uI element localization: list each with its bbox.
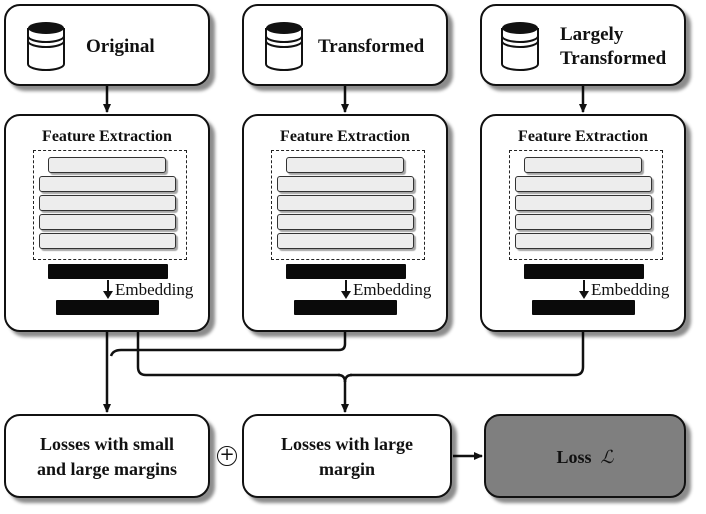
embedding-label: Embedding — [115, 280, 194, 299]
total-loss-label: Loss — [556, 447, 592, 467]
source-transformed-node: Transformed — [242, 4, 448, 86]
feature-extraction-title: Feature Extraction — [280, 128, 410, 145]
embedding-bar — [294, 300, 397, 315]
embedding-arrow — [579, 280, 589, 299]
source-largely-label-line1: Largely — [560, 24, 624, 45]
network-layer — [39, 176, 176, 192]
network-layer — [286, 157, 404, 173]
loss-large-line1: Losses with large — [281, 434, 413, 454]
database-icon — [265, 22, 303, 71]
connector-fe3-to-large — [350, 332, 585, 377]
loss-large-margin-node: Losses with large margin — [242, 414, 452, 498]
embedding-bar — [56, 300, 159, 315]
embedding-bar — [532, 300, 635, 315]
total-loss-node: Loss ℒ — [484, 414, 686, 498]
total-loss-text: Loss ℒ — [486, 445, 684, 470]
feature-extraction-largely-transformed: Feature Extraction Embedding — [480, 114, 686, 332]
loss-small-large-line2: and large margins — [36, 459, 177, 479]
total-loss-symbol: ℒ — [600, 447, 614, 467]
database-icon — [27, 22, 65, 71]
source-original-label: Original — [86, 36, 155, 57]
network-layer — [277, 214, 414, 230]
network-layer — [39, 195, 176, 211]
loss-small-large-line1: Losses with small — [39, 434, 174, 454]
network-layer — [277, 195, 414, 211]
network-layers-group — [509, 150, 663, 260]
network-layer — [515, 176, 652, 192]
network-layer — [515, 233, 652, 249]
feature-output-bar — [524, 264, 644, 279]
source-largely-label-line2: Transformed — [560, 48, 667, 69]
network-layer — [277, 176, 414, 192]
merge-curve-large-right — [343, 373, 353, 383]
network-layer — [48, 157, 166, 173]
loss-small-large-margins-node: Losses with small and large margins — [4, 414, 210, 498]
network-layer — [277, 233, 414, 249]
feature-output-bar — [286, 264, 406, 279]
feature-extraction-title: Feature Extraction — [42, 128, 172, 145]
feature-extraction-title: Feature Extraction — [518, 128, 648, 145]
feature-extraction-transformed: Feature Extraction Embedding — [242, 114, 448, 332]
source-transformed-label: Transformed — [318, 36, 425, 57]
connector-fe2-to-small-large — [109, 332, 347, 357]
network-layers-group — [33, 150, 187, 260]
combine-plus-icon: + — [217, 446, 237, 466]
feature-output-bar — [48, 264, 168, 279]
network-layer — [39, 233, 176, 249]
network-layer — [515, 214, 652, 230]
embedding-arrow — [103, 280, 113, 299]
network-layers-group — [271, 150, 425, 260]
connector-fe1-to-large — [136, 332, 340, 377]
network-layer — [39, 214, 176, 230]
loss-large-line2: margin — [319, 459, 375, 479]
database-icon — [501, 22, 539, 71]
feature-extraction-original: Feature Extraction Embedding — [4, 114, 210, 332]
source-original-node: Original — [4, 4, 210, 86]
network-layer — [524, 157, 642, 173]
embedding-label: Embedding — [353, 280, 432, 299]
embedding-arrow — [341, 280, 351, 299]
network-layer — [515, 195, 652, 211]
source-largely-transformed-node: Largely Transformed — [480, 4, 686, 86]
embedding-label: Embedding — [591, 280, 670, 299]
